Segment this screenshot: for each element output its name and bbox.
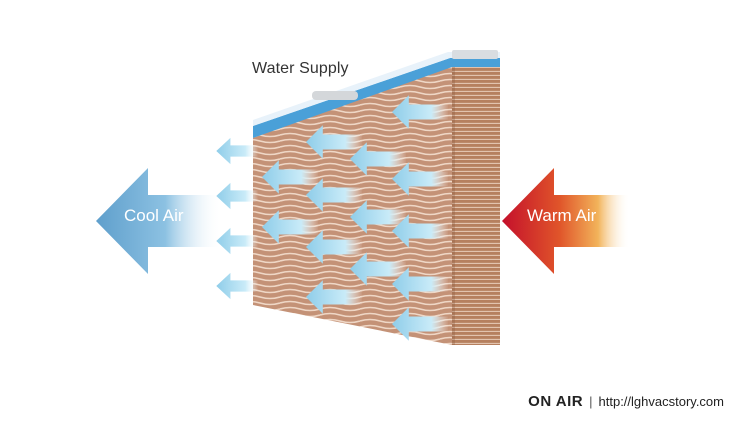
exit-arrow-icon [216,137,258,165]
water-supply-label: Water Supply [252,60,349,77]
water-layer [253,58,500,138]
water-nozzle [312,91,358,100]
cool-air-arrow-icon [96,168,222,274]
cool-air-label: Cool Air [124,206,184,225]
exit-arrow-icon [216,182,258,210]
exit-arrow-icon [216,227,258,255]
footer-separator: | [589,394,593,409]
water-pipe [452,50,498,59]
exit-arrow-icon [216,272,258,300]
brand-logo: ON AIR [528,393,584,410]
warm-air-label: Warm Air [527,206,597,225]
cooling-pad-side [452,62,500,345]
warm-air-arrow-icon [502,168,630,274]
footer-credit: ON AIR | http://lghvacstory.com [528,393,724,410]
footer-url: http://lghvacstory.com [598,394,724,409]
